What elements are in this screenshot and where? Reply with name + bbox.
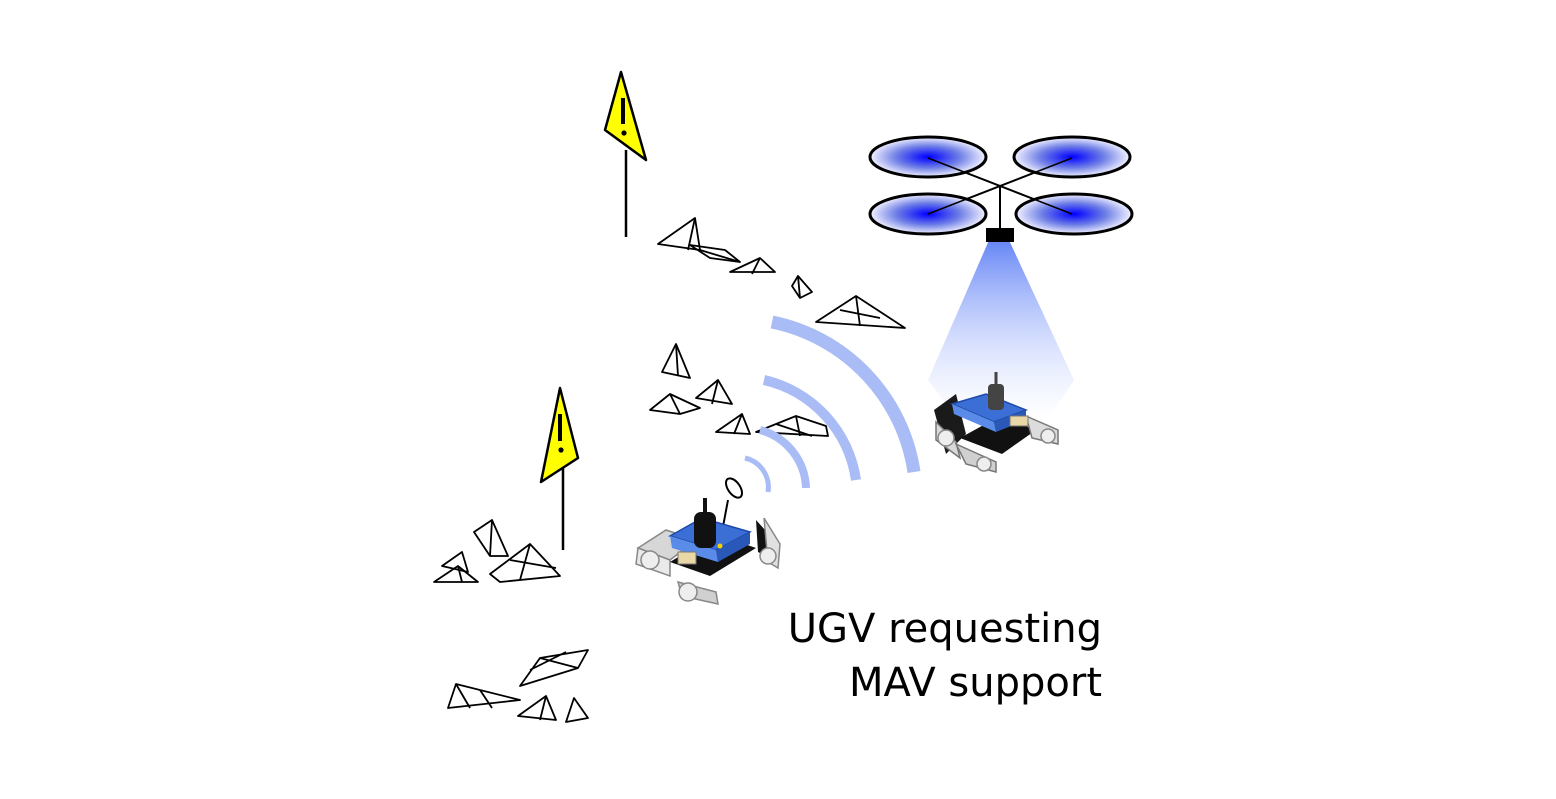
rotor-icon [868,135,988,179]
wireless-signal-icon [744,315,921,493]
rotor-icon [1012,135,1132,179]
rubble-top [657,217,906,329]
rubble-middle [649,343,829,437]
rotor-icon [1014,192,1134,236]
rubble-bottom [447,649,589,723]
caption-line-2: MAV support [849,660,1102,706]
ground-robot-icon [934,372,1059,473]
camera-icon [986,228,1014,242]
ground-robot-icon [635,477,781,605]
warning-sign-icon [603,70,648,237]
warning-sign-icon [539,386,580,550]
quadcopter-icon [868,135,1134,420]
rubble-left [433,519,561,583]
camera-beam [928,238,1074,420]
caption-line-1: UGV requesting [787,606,1102,652]
caption: UGV requesting MAV support [788,602,1102,710]
